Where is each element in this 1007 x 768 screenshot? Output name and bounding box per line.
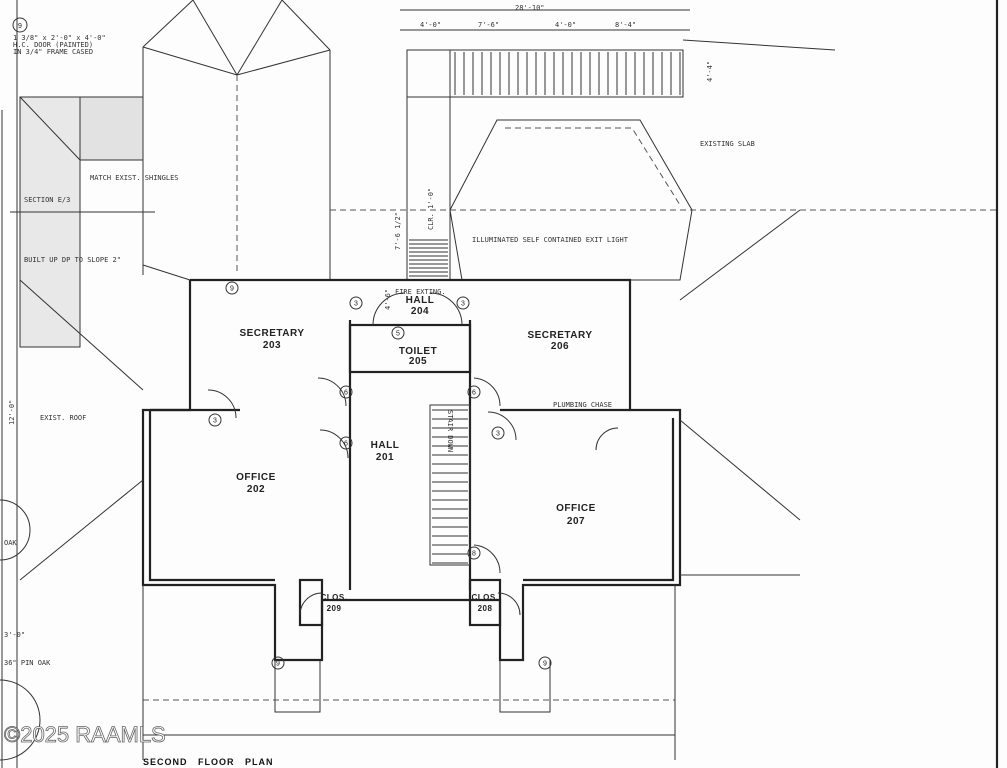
note: OAK bbox=[4, 539, 17, 547]
door-swings bbox=[207, 292, 619, 616]
room-name: CLOS. bbox=[472, 593, 499, 602]
note: 1 3/8" x 2'-0" x 4'-0" bbox=[13, 34, 106, 42]
note: PLUMBING CHASE bbox=[553, 401, 612, 409]
dimension: 4'-0" bbox=[420, 21, 441, 29]
door-tag: 8 bbox=[467, 546, 481, 560]
svg-text:6: 6 bbox=[472, 390, 476, 397]
note: SECTION E/3 bbox=[24, 196, 70, 204]
svg-text:3: 3 bbox=[354, 301, 358, 308]
svg-text:3: 3 bbox=[461, 301, 465, 308]
room-name: SECRETARY bbox=[239, 328, 304, 339]
roof-ridge-dashed bbox=[505, 127, 681, 206]
note: STAIR DOWN bbox=[446, 410, 454, 452]
deck-slats bbox=[409, 52, 681, 277]
door-tag: 9 bbox=[225, 281, 239, 295]
note: 36" PIN OAK bbox=[4, 659, 51, 667]
note: IN 3/4" FRAME CASED bbox=[13, 48, 93, 56]
svg-text:5: 5 bbox=[396, 331, 400, 338]
note: MATCH EXIST. SHINGLES bbox=[90, 174, 179, 182]
door-tag: 9 bbox=[271, 656, 285, 670]
dimension: 7'-6" bbox=[478, 21, 499, 29]
shaded-roof-west bbox=[10, 96, 155, 391]
door-tag: 9 bbox=[18, 23, 22, 30]
room-number: 201 bbox=[376, 452, 394, 463]
room-number: 204 bbox=[411, 306, 429, 317]
building-walls bbox=[0, 209, 801, 761]
door-tags: 9 3 3 5 6 6 6 3 3 8 9 9 bbox=[208, 281, 552, 670]
door-tag: 3 bbox=[491, 426, 505, 440]
room-name: HALL bbox=[371, 440, 400, 451]
hip-roof-east bbox=[449, 119, 693, 281]
note: EXIST. ROOF bbox=[40, 414, 86, 422]
dimension: 12'-0" bbox=[8, 400, 16, 425]
hip-roof-north bbox=[142, 0, 331, 281]
room-name: SECRETARY bbox=[527, 330, 592, 341]
door-tag: 6 bbox=[467, 385, 481, 399]
room-name: OFFICE bbox=[236, 472, 276, 483]
room-number: 205 bbox=[409, 356, 427, 367]
note: CLR. 1'-0" bbox=[427, 188, 435, 230]
watermark: ©2025 RAAMLS bbox=[4, 722, 166, 747]
svg-text:6: 6 bbox=[344, 441, 348, 448]
note: BUILT UP DP TO SLOPE 2" bbox=[24, 256, 121, 264]
room-name: HALL bbox=[406, 295, 435, 306]
dimension: 3'-0" bbox=[4, 631, 25, 639]
svg-text:9: 9 bbox=[276, 661, 280, 668]
drawing-title: SECOND FLOOR PLAN bbox=[143, 757, 274, 767]
dimension: 28'-10" bbox=[515, 4, 545, 12]
dimension: 7'-6 1/2" bbox=[394, 212, 402, 250]
door-tag: 3 bbox=[208, 413, 222, 427]
room-number: 208 bbox=[478, 604, 493, 613]
note: H.C. DOOR (PAINTED) bbox=[13, 41, 93, 49]
dimension: 8'-4" bbox=[615, 21, 636, 29]
dimension: 4'-0" bbox=[555, 21, 576, 29]
note: FIRE EXTING. bbox=[395, 288, 446, 296]
room-number: 207 bbox=[567, 516, 585, 527]
room-name: TOILET bbox=[399, 346, 437, 357]
svg-text:9: 9 bbox=[543, 661, 547, 668]
room-number: 202 bbox=[247, 484, 265, 495]
room-name: OFFICE bbox=[556, 503, 596, 514]
svg-text:9: 9 bbox=[230, 286, 234, 293]
room-name: CLOS. bbox=[321, 593, 348, 602]
annotations: 9 1 3/8" x 2'-0" x 4'-0" H.C. DOOR (PAIN… bbox=[4, 4, 755, 667]
svg-text:6: 6 bbox=[344, 390, 348, 397]
room-number: 206 bbox=[551, 341, 569, 352]
room-number: 203 bbox=[263, 340, 281, 351]
note: ILLUMINATED SELF CONTAINED EXIT LIGHT bbox=[472, 236, 629, 244]
dimension: 4'-6" bbox=[384, 289, 392, 310]
svg-text:3: 3 bbox=[213, 418, 217, 425]
door-tag: 6 bbox=[339, 385, 353, 399]
door-tag: 5 bbox=[391, 326, 405, 340]
door-tag: 3 bbox=[456, 296, 470, 310]
door-tag: 6 bbox=[339, 436, 353, 450]
door-tag: 3 bbox=[349, 296, 363, 310]
dimension: 4'-4" bbox=[706, 61, 714, 82]
note: EXISTING SLAB bbox=[700, 140, 755, 148]
svg-text:8: 8 bbox=[472, 551, 476, 558]
svg-text:3: 3 bbox=[496, 431, 500, 438]
room-number: 209 bbox=[327, 604, 342, 613]
door-tag: 9 bbox=[538, 656, 552, 670]
stair-treads bbox=[432, 409, 468, 564]
